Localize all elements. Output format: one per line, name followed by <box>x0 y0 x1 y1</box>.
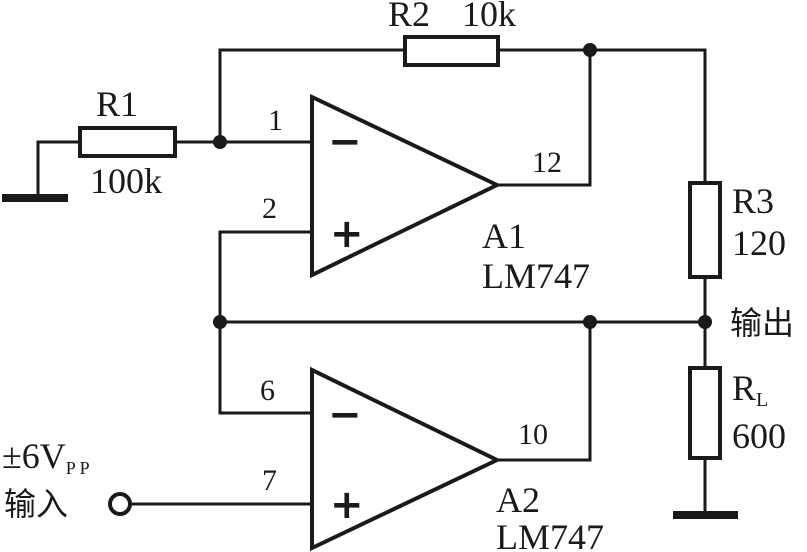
resistor-r2 <box>403 35 500 67</box>
a1-name: A1 <box>482 216 526 256</box>
a1-minus-sign: − <box>328 119 362 165</box>
wire-ground-r1 <box>36 140 82 200</box>
rl-subscript: L <box>756 389 768 411</box>
a2-name: A2 <box>496 480 540 520</box>
a1-part: LM747 <box>482 256 590 296</box>
wire-a1-output <box>496 48 592 187</box>
wire-a2-output <box>496 320 592 462</box>
r3-value: 120 <box>732 223 786 263</box>
opamp-a1 <box>310 93 502 279</box>
a2-pin-output: 10 <box>518 418 548 451</box>
junction-dot-bus-mid <box>583 315 597 329</box>
rl-name: RL <box>732 368 768 411</box>
a2-plus-sign: + <box>330 482 364 528</box>
r3-name: R3 <box>732 181 774 221</box>
output-label: 输出 <box>730 304 794 342</box>
resistor-rl <box>688 366 722 460</box>
a2-minus-sign: − <box>328 392 362 438</box>
junction-dot-output <box>698 315 712 329</box>
opamp-a2 <box>310 366 502 552</box>
junction-dot-feedback <box>583 43 597 57</box>
a1-pin-inverting: 1 <box>268 104 283 137</box>
a1-pin-noninverting: 2 <box>262 192 277 225</box>
input-amplitude-subscript: P P <box>66 458 90 478</box>
input-amplitude-label: ±6VP P <box>2 436 90 478</box>
junction-dot-bus-left <box>213 315 227 329</box>
a2-part: LM747 <box>496 517 604 552</box>
r1-value: 100k <box>90 161 162 201</box>
wire-node1-r2 <box>218 48 407 144</box>
input-terminal <box>108 492 132 516</box>
r2-value: 10k <box>462 0 516 34</box>
a2-pin-inverting: 6 <box>260 374 275 407</box>
input-label: 输入 <box>4 485 68 523</box>
resistor-r3 <box>688 181 722 279</box>
resistor-r1 <box>78 126 177 158</box>
r1-name: R1 <box>96 84 138 124</box>
rl-value: 600 <box>732 416 786 456</box>
wire-r2-node12 <box>496 48 707 185</box>
a1-plus-sign: + <box>330 211 364 257</box>
r2-name: R2 <box>388 0 430 34</box>
junction-dot-node1 <box>213 135 227 149</box>
a1-pin-output: 12 <box>532 146 562 179</box>
a2-pin-noninverting: 7 <box>262 464 277 497</box>
